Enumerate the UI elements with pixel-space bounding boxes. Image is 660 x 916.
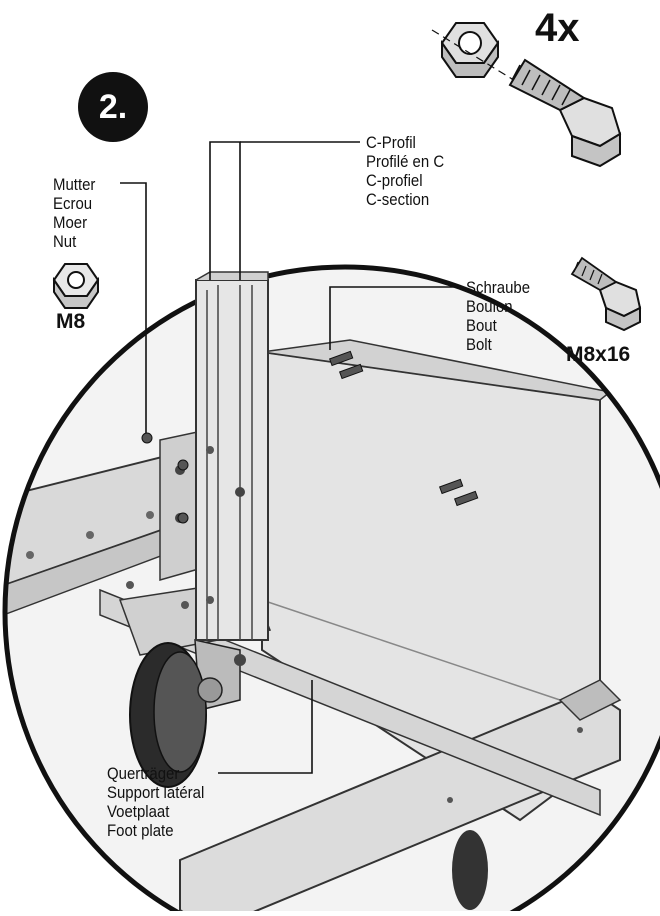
nut-size-label: M8 [56,310,86,333]
mounted-bolts [141,350,479,524]
c-profile-label-nl: C-profiel [366,171,423,190]
cross-member-label-en: Foot plate [107,821,174,840]
cross-member-label-fr: Support latéral [107,783,205,802]
bolt-label-fr: Boulon [466,297,513,316]
nut-part-icon [52,263,100,309]
nut-label-en: Nut [53,232,77,251]
c-profile-label-de: C-Profil [366,133,416,152]
nut-label-fr: Ecrou [53,194,93,213]
callout-lines [120,141,460,774]
step-number-badge: 2. [78,72,148,142]
nut-callout: Mutter Ecrou Moer Nut [53,175,95,251]
c-profile-label-fr: Profilé en C [366,152,445,171]
c-profile-part [195,271,269,666]
c-profile-callout: C-Profil Profilé en C C-profiel C-sectio… [366,133,444,209]
cross-member-label-de: Querträger [107,764,180,783]
cross-member-callout: Querträger Support latéral Voetplaat Foo… [107,764,204,840]
hex-bolt-icon [508,58,622,168]
bolt-part-icon [570,256,642,332]
bottom-beam [179,679,622,916]
caster-wheel-icon [129,639,241,788]
horizontal-beam [5,448,191,622]
bolt-size-label: M8x16 [566,343,631,366]
bolt-label-en: Bolt [466,335,492,354]
nut-label-de: Mutter [53,175,96,194]
cross-member-label-nl: Voetplaat [107,802,170,821]
quantity-label: 4x [535,6,580,50]
bolt-label-de: Schraube [466,278,531,297]
frame-detail [5,339,622,916]
bolt-callout: Schraube Boulon Bout Bolt [466,278,530,354]
c-profile-label-en: C-section [366,190,430,209]
nut-label-nl: Moer [53,213,88,232]
bolt-label-nl: Bout [466,316,497,335]
hex-nut-icon [440,22,500,78]
